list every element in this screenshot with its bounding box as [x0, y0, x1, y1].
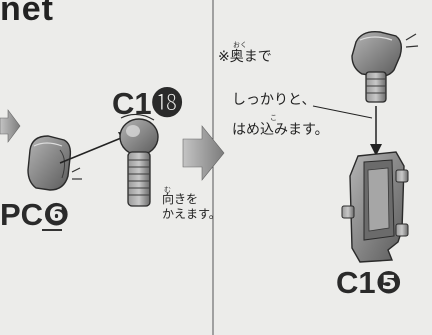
note-oku-made: ※奥まで	[218, 48, 272, 64]
part-c1-5-icon	[341, 151, 409, 263]
part-joint-icon	[351, 31, 403, 103]
part-label-c1-5: C1❺	[336, 265, 402, 300]
note-shikkari: しっかりと、	[232, 91, 316, 107]
ruby-oku: おく	[233, 42, 247, 49]
part-pc6-icon	[27, 135, 72, 191]
assembly-arrow	[370, 106, 382, 156]
label-underline	[42, 229, 62, 231]
part-c1-18-icon	[119, 113, 159, 207]
ruby-komi: こ	[270, 115, 277, 122]
ruby-muki: む	[164, 187, 171, 194]
flow-arrow-icon	[182, 125, 225, 181]
note-mukiwo: 向きを	[162, 192, 199, 206]
motion-marks	[71, 167, 82, 180]
flow-arrow-icon	[0, 109, 21, 143]
note-leader-line	[312, 105, 373, 119]
note-hamekomi: はめ込みます。	[232, 121, 329, 137]
page-title-fragment: net	[0, 0, 54, 28]
motion-marks	[405, 33, 419, 48]
note-kaemasu: かえます。	[162, 207, 221, 221]
part-label-c1-18: C1⓲	[112, 86, 183, 121]
part-label-pc6: PC❻	[0, 197, 70, 232]
